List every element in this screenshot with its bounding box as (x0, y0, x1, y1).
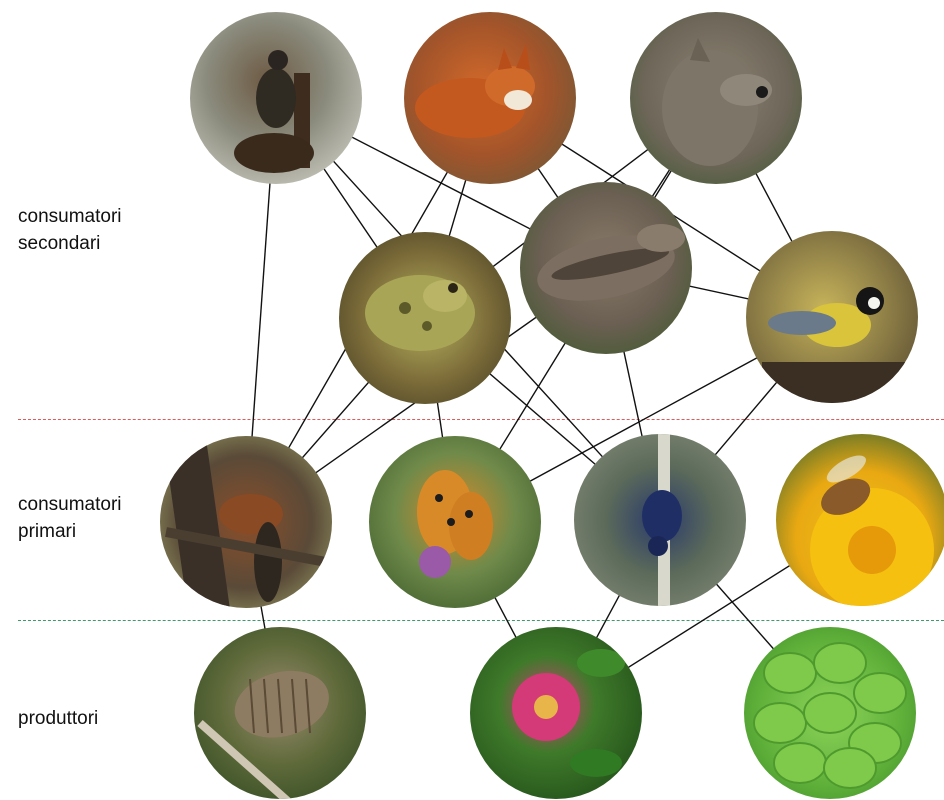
organism-frog (339, 232, 511, 404)
organism-pinecone (194, 627, 366, 800)
organism-fox (404, 12, 576, 184)
organism-butterfly (369, 436, 541, 608)
organism-bee (776, 434, 944, 612)
organism-leaves (744, 627, 916, 799)
organism-starling (190, 12, 362, 184)
organism-rose (470, 627, 642, 799)
organism-viper (520, 182, 692, 354)
organism-great-tit (746, 231, 922, 422)
organism-squirrel (160, 436, 332, 631)
organism-wolf (630, 12, 802, 184)
organism-beetle (574, 430, 746, 610)
